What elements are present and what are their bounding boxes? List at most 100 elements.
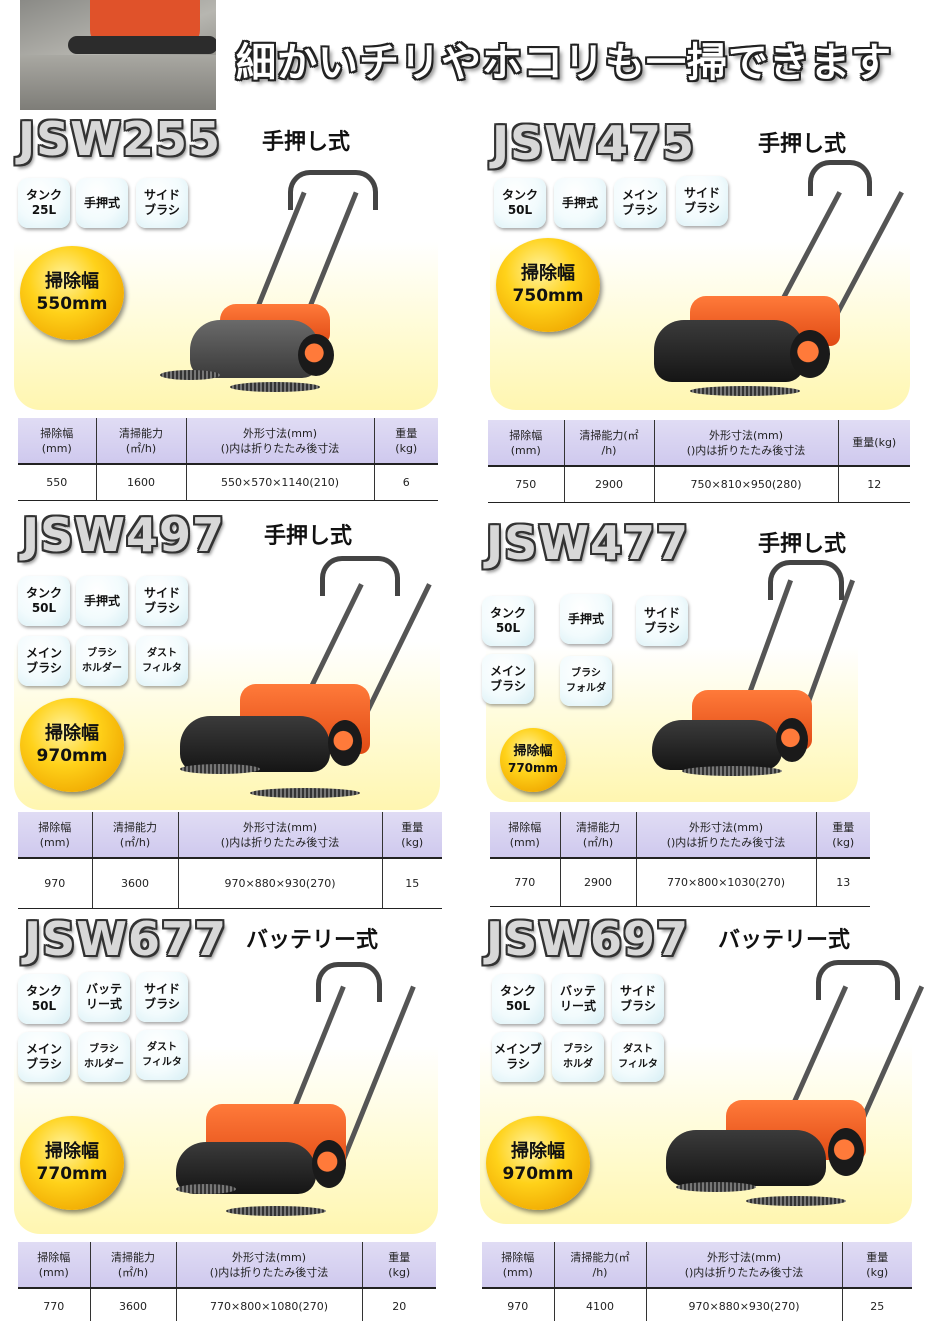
cell-width: 970	[482, 1288, 555, 1321]
feature-badge-push: 手押式	[554, 178, 606, 228]
side-brush	[160, 370, 220, 380]
spec-table: 掃除幅 (mm) 清掃能力 (㎡/h) 外形寸法(mm) ()内は折りたたみ後寸…	[490, 812, 870, 907]
feature-badge-side-brush: サイド ブラシ	[136, 972, 188, 1022]
header-weight: 重量 (kg)	[816, 812, 870, 859]
operation-type: 手押し式	[264, 524, 353, 549]
feature-badge-tank: タンク 50L	[18, 974, 70, 1024]
side-brush	[682, 766, 782, 776]
header-width: 掃除幅 (mm)	[18, 418, 97, 465]
feature-badge-side-brush: サイド ブラシ	[612, 974, 664, 1024]
cell-dims: 550×570×1140(210)	[186, 464, 375, 501]
cell-width: 770	[490, 858, 561, 907]
sweep-width-badge: 掃除幅 750mm	[496, 238, 600, 332]
feature-badge-main-brush: メイン ブラシ	[482, 654, 534, 704]
header-capacity: 清掃能力(㎡ /h)	[554, 1242, 647, 1289]
header-width: 掃除幅 (mm)	[488, 420, 565, 467]
sweeper-wheel	[328, 720, 362, 766]
side-brush	[230, 382, 320, 392]
sweep-width-label: 掃除幅	[45, 723, 99, 744]
sweeper-wheel	[790, 330, 830, 378]
header-dims: 外形寸法(mm) ()内は折りたたみ後寸法	[636, 812, 817, 859]
operation-type: バッテリー式	[718, 928, 851, 953]
feature-badge-tank: タンク 50L	[494, 178, 546, 228]
feature-badge-main-brush: メイン ブラシ	[18, 636, 70, 686]
sweeper-image	[160, 170, 390, 410]
sweeper-wheel	[312, 1140, 346, 1188]
operation-type: 手押し式	[758, 532, 847, 557]
feature-badge-main-brush: メインブ ラシ	[492, 1032, 544, 1082]
feature-badge-tank: タンク 50L	[492, 974, 544, 1024]
cell-dims: 770×800×1080(270)	[176, 1288, 363, 1321]
table-row: 750 2900 750×810×950(280) 12	[488, 466, 910, 503]
cell-dims: 970×880×930(270)	[178, 858, 383, 909]
sweep-width-value: 750mm	[512, 286, 584, 306]
header-width: 掃除幅 (mm)	[482, 1242, 555, 1289]
feature-badge-dust-filter: ダスト フィルタ	[612, 1032, 664, 1082]
table-row: 970 4100 970×880×930(270) 25	[482, 1288, 912, 1321]
header-dims: 外形寸法(mm) ()内は折りたたみ後寸法	[176, 1242, 363, 1289]
feature-badge-brush-holder: ブラシ ホルダ	[552, 1032, 604, 1082]
cell-width: 550	[18, 464, 97, 501]
cell-weight: 13	[816, 858, 870, 907]
feature-badge-brush-holder: ブラシ ホルダー	[78, 1032, 130, 1082]
side-brush	[746, 1196, 846, 1206]
cell-weight: 6	[374, 464, 438, 501]
header-weight: 重量(kg)	[838, 420, 910, 467]
operation-type: 手押し式	[758, 132, 847, 157]
header-capacity: 清掃能力 (㎡/h)	[560, 812, 637, 859]
header-capacity: 清掃能力 (㎡/h)	[92, 812, 179, 859]
side-brush	[226, 1206, 326, 1216]
page-title: 細かいチリやホコリも一掃できます	[236, 40, 892, 86]
sweeper-skirt	[180, 716, 330, 772]
feature-badge-battery: バッテ リー式	[78, 972, 130, 1022]
side-brush	[176, 1184, 236, 1194]
cell-dims: 750×810×950(280)	[654, 466, 839, 503]
sweep-width-badge: 掃除幅 970mm	[20, 698, 124, 792]
cell-width: 970	[18, 858, 93, 909]
cell-weight: 20	[362, 1288, 436, 1321]
operation-type: 手押し式	[262, 130, 351, 155]
header-weight: 重量 (kg)	[374, 418, 438, 465]
hero-photo	[20, 0, 216, 110]
spec-table: 掃除幅 (mm) 清掃能力 (㎡/h) 外形寸法(mm) ()内は折りたたみ後寸…	[18, 1242, 436, 1321]
cell-capacity: 2900	[560, 858, 637, 907]
handle-grip	[768, 560, 844, 600]
header-width: 掃除幅 (mm)	[18, 1242, 91, 1289]
cell-capacity: 2900	[564, 466, 655, 503]
header-weight: 重量 (kg)	[362, 1242, 436, 1289]
sweep-width-value: 970mm	[502, 1164, 574, 1184]
operation-type: バッテリー式	[246, 928, 379, 953]
sweeper-wheel	[776, 718, 808, 762]
sweeper-skirt	[654, 320, 804, 382]
feature-badge-side-brush: サイド ブラシ	[136, 576, 188, 626]
spec-table: 掃除幅 (mm) 清掃能力 (㎡/h) 外形寸法(mm) ()内は折りたたみ後寸…	[18, 812, 442, 909]
cell-capacity: 3600	[90, 1288, 177, 1321]
header-width: 掃除幅 (mm)	[18, 812, 93, 859]
photo-sweeper-base	[68, 36, 216, 54]
feature-badge-side-brush: サイド ブラシ	[676, 176, 728, 226]
sweeper-skirt	[652, 720, 782, 770]
feature-badge-main-brush: メイン ブラシ	[614, 178, 666, 228]
spec-table: 掃除幅 (mm) 清掃能力 (㎡/h) 外形寸法(mm) ()内は折りたたみ後寸…	[18, 418, 438, 501]
table-row: 770 2900 770×800×1030(270) 13	[490, 858, 870, 907]
sweeper-image	[176, 962, 416, 1224]
feature-badge-main-brush: メイン ブラシ	[18, 1032, 70, 1082]
feature-badge-push: 手押式	[560, 594, 612, 644]
side-brush	[690, 386, 800, 396]
feature-badge-tank: タンク 25L	[18, 178, 70, 228]
feature-badge-side-brush: サイド ブラシ	[636, 596, 688, 646]
sweeper-wheel	[828, 1128, 864, 1176]
sweep-width-value: 550mm	[36, 294, 108, 314]
header-width: 掃除幅 (mm)	[490, 812, 561, 859]
side-brush	[250, 788, 360, 798]
table-row: 550 1600 550×570×1140(210) 6	[18, 464, 438, 501]
cell-capacity: 1600	[96, 464, 187, 501]
feature-badge-brush-folder: ブラシ フォルダ	[560, 656, 612, 706]
sweeper-image	[650, 160, 904, 410]
sweeper-skirt	[666, 1130, 826, 1186]
cell-weight: 15	[382, 858, 442, 909]
sweeper-image	[180, 556, 432, 806]
model-name: JSW477	[486, 516, 690, 570]
feature-badge-tank: タンク 50L	[18, 576, 70, 626]
feature-badge-tank: タンク 50L	[482, 596, 534, 646]
